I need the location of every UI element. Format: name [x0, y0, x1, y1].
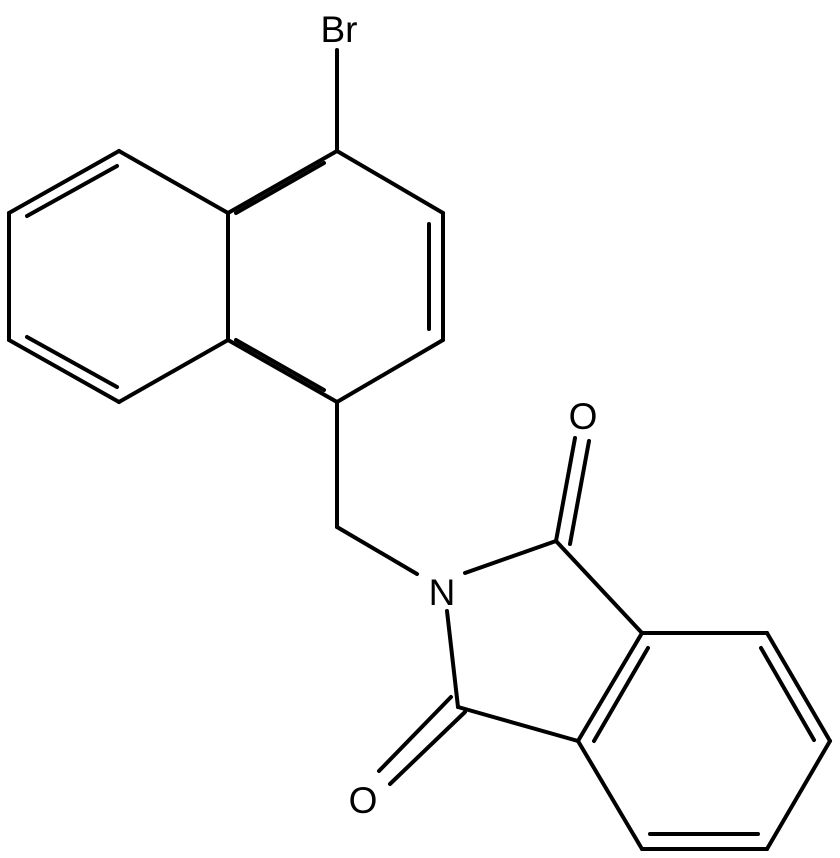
- bond-c4-c4a-inner: [234, 338, 326, 392]
- atom-label-n: N: [429, 572, 456, 613]
- bond-c8a-c1-inner: [234, 161, 326, 215]
- bond-c8-c7-inner: [25, 164, 119, 218]
- atom-label-o-top: O: [569, 396, 598, 437]
- bond-c4-c4a: [226, 338, 339, 404]
- bond-c4i-c3a: [576, 739, 644, 851]
- bond-c3i-o: [377, 695, 453, 773]
- bond-c5-c4a: [117, 338, 230, 404]
- atom-label-br: Br: [321, 9, 358, 50]
- bond-n-c1i: [463, 539, 558, 575]
- atom-label-o-bottom: O: [349, 780, 378, 821]
- bond-c6i-c5i: [765, 739, 832, 851]
- bond-c7-c6i: [765, 631, 832, 743]
- bond-ch2-n: [335, 525, 419, 576]
- bond-c3i-c3a: [456, 705, 580, 743]
- bond-n-c3i: [445, 609, 460, 709]
- bond-c3i-o-second: [388, 710, 467, 786]
- bond-c8-c7: [7, 149, 121, 215]
- bond-c8a-c8: [117, 149, 230, 215]
- bond-c3-c4: [335, 338, 445, 404]
- bond-c3a-c7a-inner: [592, 646, 650, 743]
- bond-c1-c2: [335, 149, 445, 215]
- bond-c7-c6i-inner: [759, 646, 816, 742]
- bond-c8a-c1: [226, 149, 339, 215]
- bond-c6-c5: [7, 338, 121, 404]
- bond-c3a-c7a: [576, 631, 644, 743]
- bond-c1i-o: [554, 436, 577, 543]
- bond-c6-c5-inner: [25, 335, 119, 389]
- bond-c1i-c7a: [554, 539, 644, 635]
- bond-c1i-o-second: [568, 439, 591, 546]
